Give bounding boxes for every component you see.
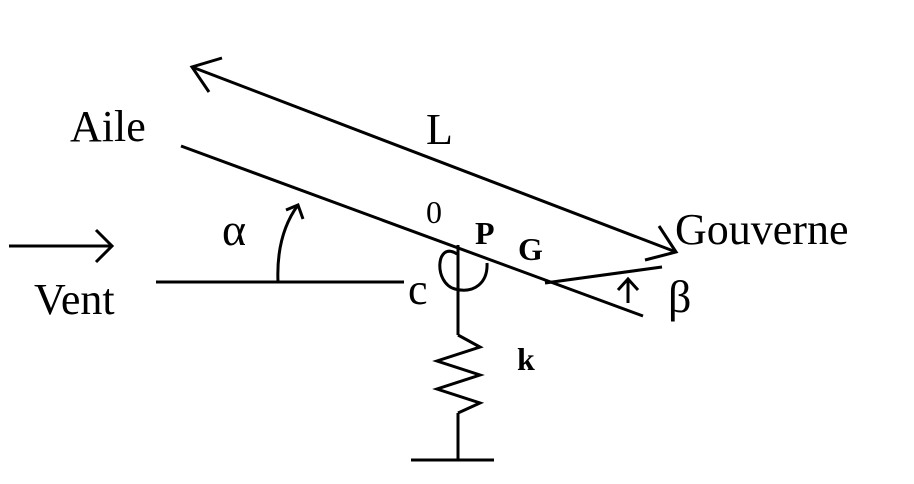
point-p-label: P	[475, 215, 495, 251]
wing-label: Aile	[70, 102, 146, 151]
beta-label: β	[668, 271, 691, 322]
length-arrow	[189, 56, 679, 262]
spring	[432, 245, 485, 460]
rudder-label: Gouverne	[675, 205, 849, 254]
pivot-loop	[438, 249, 489, 292]
spring-constant-label: k	[517, 341, 535, 377]
alpha-angle-arc	[276, 203, 305, 283]
wing-line	[180, 144, 644, 318]
alpha-label: α	[222, 204, 246, 255]
wind-arrow	[9, 228, 115, 264]
point-c-label: c	[408, 265, 428, 314]
beta-angle-arrow	[616, 276, 640, 303]
point-g-label: G	[518, 231, 543, 267]
length-label: L	[426, 105, 453, 154]
length-arrowhead-right	[644, 225, 679, 262]
wind-label: Vent	[34, 275, 115, 324]
rudder-line	[544, 265, 663, 285]
length-arrowhead-left	[189, 56, 223, 93]
origin-label: 0	[426, 194, 442, 230]
